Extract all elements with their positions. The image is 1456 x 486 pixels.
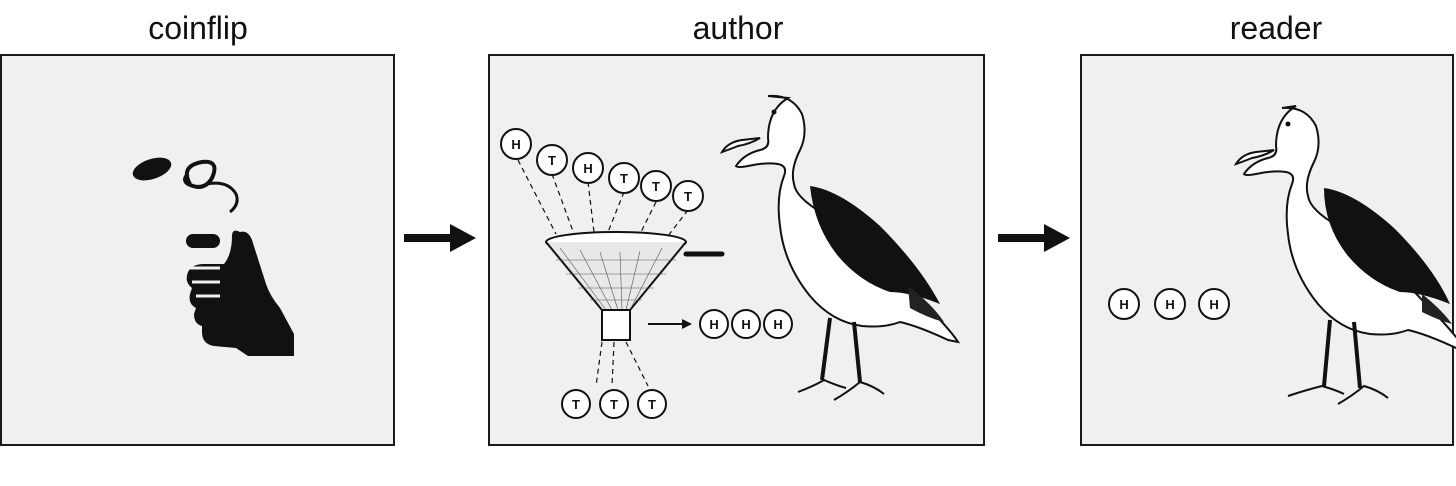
coin-label: T [548, 153, 556, 168]
coin: T [599, 389, 629, 419]
coin-label: T [684, 189, 692, 204]
coin-label: T [620, 171, 628, 186]
reader-title: reader [1229, 10, 1323, 46]
coin: H [1198, 288, 1230, 320]
sieve-funnel-icon [545, 231, 725, 341]
coin: T [608, 162, 640, 194]
coin-label: H [741, 317, 750, 332]
coin: H [572, 152, 604, 184]
coin-label: T [652, 179, 660, 194]
coin-label: H [583, 161, 592, 176]
coin-label: H [709, 317, 718, 332]
coin: T [561, 389, 591, 419]
reader-coins: H H H [1108, 288, 1230, 320]
albatross-icon [1233, 105, 1456, 405]
coin: T [640, 170, 672, 202]
coin-label: H [1119, 297, 1128, 312]
author-title: author [692, 10, 784, 46]
coin: T [637, 389, 667, 419]
coin: H [699, 309, 729, 339]
coin: H [763, 309, 793, 339]
coin-label: T [648, 397, 656, 412]
coin-label: H [773, 317, 782, 332]
coin: H [500, 128, 532, 160]
input-coins: H T H T T T [500, 128, 704, 212]
author-scene: H T H T T T [500, 94, 961, 419]
arrow-right-icon [998, 224, 1070, 252]
reader-scene: H H H [1108, 105, 1456, 405]
coinflip-panel [0, 54, 395, 446]
albatross-icon [719, 94, 961, 401]
coin: H [1108, 288, 1140, 320]
output-coins: H H H [699, 309, 793, 339]
coin: H [731, 309, 761, 339]
coinflip-title: coinflip [148, 10, 248, 46]
rejected-coins: T T T [561, 389, 667, 419]
coin: T [672, 180, 704, 212]
coin-label: T [610, 397, 618, 412]
coin-label: H [511, 137, 520, 152]
coin: T [536, 144, 568, 176]
arrow-right-icon [404, 224, 476, 252]
coin-label: T [572, 397, 580, 412]
coin-label: H [1209, 297, 1218, 312]
reader-panel: H H H [1080, 54, 1456, 446]
coin: H [1154, 288, 1186, 320]
author-panel: H T H T T T [488, 54, 985, 446]
coin-label: H [1165, 297, 1174, 312]
hand-flipping-coin-icon [132, 157, 294, 356]
